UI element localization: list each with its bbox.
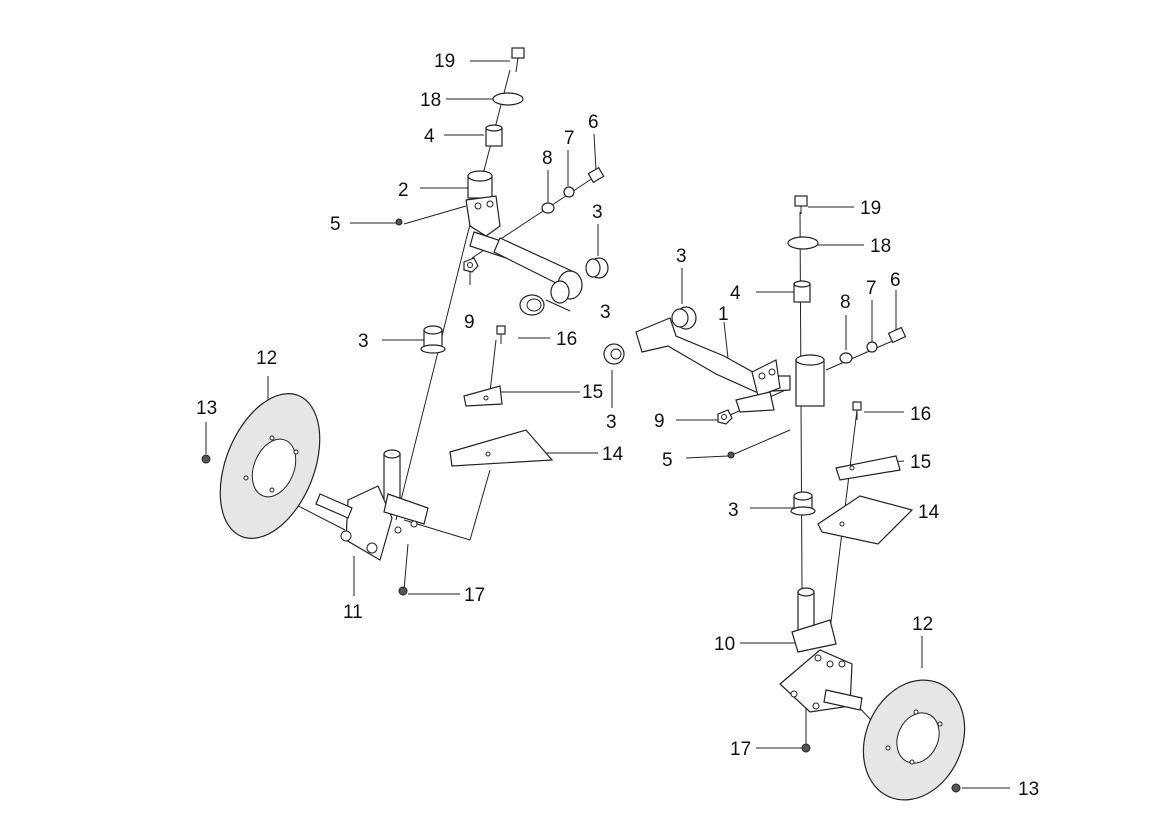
left-part-4-bushing [485,124,503,147]
right-callout-labels: 19 18 3 4 8 7 6 1 3 9 16 5 15 3 14 12 10… [606,198,1039,800]
right-part-18-washer [787,236,819,250]
right-part-19-bolt [794,195,808,214]
left-callout-9: 9 [464,312,475,333]
left-part-9-nut [463,257,479,273]
right-part-12-disc [862,679,966,801]
left-callout-15: 15 [582,382,603,403]
right-part-5-grease-fitting [727,451,735,459]
left-callout-3a: 3 [592,202,603,223]
left-part-3-bushing-c [519,294,545,316]
left-part-15-plate [463,385,503,407]
right-callout-7: 7 [866,278,877,299]
right-callout-1: 1 [718,304,729,325]
left-part-16-bolt [496,325,506,344]
right-part-8-washer [839,352,853,364]
left-callout-4: 4 [424,126,435,147]
right-leader-lines [611,206,1010,789]
right-part-spindle-housing [795,354,825,407]
left-part-18-washer [492,92,524,106]
left-callout-6: 6 [588,112,599,133]
left-callout-8: 8 [542,148,553,169]
right-part-3-bushing-b [603,343,625,365]
left-part-2-spindle-bracket [465,170,511,259]
left-part-3-bushing-d [420,325,446,354]
right-callout-3b: 3 [606,412,617,433]
left-callout-7: 7 [564,128,575,149]
left-callout-2: 2 [398,180,409,201]
left-callout-3b: 3 [600,302,611,323]
right-part-10-spindle [779,587,863,713]
right-part-3-bushing-c [790,491,816,516]
right-part-15-plate [835,455,901,481]
left-part-19-bolt [511,47,525,73]
left-callout-3c: 3 [358,331,369,352]
left-part-12-disc [219,393,321,539]
right-callout-3c: 3 [728,500,739,521]
right-callout-17: 17 [730,739,751,760]
right-callout-16: 16 [910,404,931,425]
left-callout-12: 12 [256,348,277,369]
right-part-3-bushing-a [671,306,697,330]
right-part-1-arm [635,317,791,413]
left-assembly: 19 18 4 7 6 8 2 5 3 9 3 3 16 15 12 13 14… [196,47,624,623]
left-part-14-wedge [449,429,554,467]
left-callout-13: 13 [196,398,217,419]
right-part-16-bolt [852,401,862,420]
right-callout-13: 13 [1018,779,1039,800]
right-callout-4: 4 [730,283,741,304]
left-part-17-nut [398,586,408,596]
left-part-5-grease-fitting [395,218,403,226]
left-part-3-bushing-b [550,270,583,304]
right-callout-5: 5 [662,450,673,471]
right-part-4-bushing [793,280,811,303]
right-callout-18: 18 [870,236,891,257]
right-part-14-wedge [817,495,914,545]
right-callout-12: 12 [912,614,933,635]
left-callout-14: 14 [602,444,624,465]
right-callout-14: 14 [918,502,940,523]
right-callout-8: 8 [840,292,851,313]
left-callout-16: 16 [556,329,577,350]
right-callout-19: 19 [860,198,881,219]
right-assembly: 19 18 3 4 8 7 6 1 3 9 16 5 15 3 14 12 10… [603,195,1039,801]
left-callout-labels: 19 18 4 7 6 8 2 5 3 9 3 3 16 15 12 13 14… [196,51,624,623]
right-part-6-bolt [887,326,907,344]
right-part-7-lockwasher [866,341,878,353]
right-part-9-nut [717,409,733,425]
right-part-13-nut [951,783,961,793]
left-part-11-spindle [315,449,429,561]
left-part-7-lockwasher [563,186,575,198]
left-callout-19: 19 [434,51,455,72]
right-callout-15: 15 [910,452,931,473]
left-callout-5: 5 [330,214,341,235]
right-callout-9: 9 [654,411,665,432]
right-callout-6: 6 [890,270,901,291]
left-part-13-nut [201,454,211,464]
right-part-17-nut [801,743,811,753]
left-callout-18: 18 [420,90,441,111]
left-callout-11: 11 [343,602,363,623]
left-part-6-bolt [587,166,605,184]
right-callout-10: 10 [714,634,735,655]
left-callout-17: 17 [464,585,485,606]
right-callout-3a: 3 [676,246,687,267]
left-part-3-bushing-a [585,257,609,279]
left-part-8-washer [541,202,555,214]
